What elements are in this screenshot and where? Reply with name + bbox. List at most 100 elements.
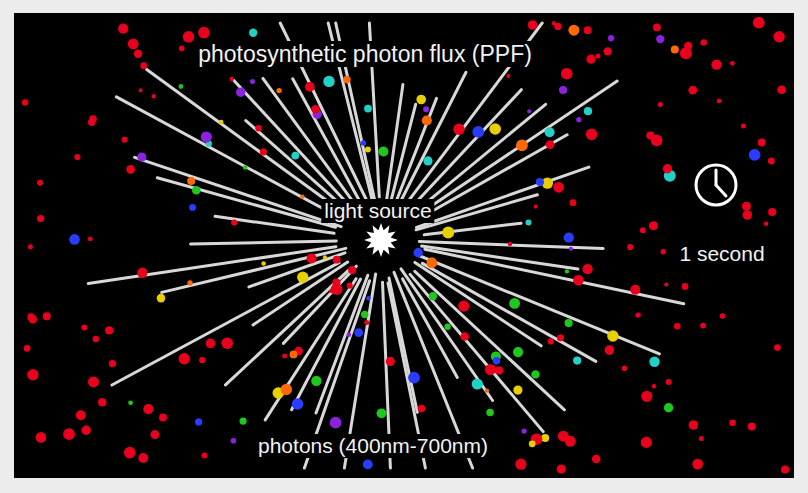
photon-dot [554, 23, 561, 30]
photon-dot [513, 347, 523, 357]
photon-dot [37, 215, 44, 222]
photon-dot [774, 344, 781, 351]
photon-dot [37, 180, 43, 186]
photon-dot [641, 391, 652, 402]
photon-dot [569, 247, 573, 251]
photon-dot [508, 242, 512, 246]
photon-dot [605, 345, 615, 355]
photon-dot [553, 182, 564, 193]
photon-dot [661, 249, 666, 254]
photon-dot [189, 204, 196, 211]
photon-dot [586, 55, 595, 64]
ray-group [88, 23, 684, 468]
photon-dot [305, 82, 315, 92]
light-ray [424, 223, 521, 235]
photon-dot [522, 429, 527, 434]
photon-dot [24, 345, 31, 352]
photon-dot [128, 400, 133, 405]
photon-dot [664, 283, 668, 287]
photons-label: photons (400nm-700nm) [255, 434, 491, 458]
photon-dot [570, 199, 577, 206]
photon-dot [63, 428, 75, 440]
photon-dot [749, 149, 761, 161]
photon-dot [666, 379, 672, 385]
light-ray [316, 275, 368, 413]
photon-dot [81, 325, 87, 331]
photon-dot [568, 25, 579, 36]
photon-dot [150, 430, 159, 439]
photon-dot [444, 324, 450, 330]
photon-dot [489, 123, 501, 135]
photon-dot [330, 417, 342, 429]
light-ray [422, 263, 595, 361]
photon-dot [748, 422, 756, 430]
photon-dot [700, 323, 706, 329]
photon-dot [366, 296, 370, 300]
photon-dot [183, 31, 195, 43]
photon-dot [684, 42, 692, 50]
photon-dot [300, 194, 304, 198]
time-label: 1 second [676, 242, 767, 266]
photon-dot [758, 139, 766, 147]
photon-dot [649, 357, 659, 367]
photon-dot [460, 332, 469, 341]
photon-dot [426, 257, 437, 268]
photon-dot [261, 261, 266, 266]
photon-dot [495, 366, 503, 374]
photon-dot [201, 131, 212, 142]
photon-dot [561, 68, 573, 80]
photon-dot [140, 62, 147, 69]
photon-dot [526, 220, 532, 226]
photon-dot [423, 156, 432, 165]
photon-dot [429, 292, 437, 300]
photon-dot [221, 337, 233, 349]
photon-dot [365, 146, 371, 152]
photon-dot [414, 248, 423, 257]
photon-dot [630, 285, 640, 295]
photon-dot [323, 255, 327, 259]
light-ray [419, 81, 617, 214]
photon-dot [506, 74, 510, 78]
photon-dot [347, 283, 353, 289]
photon-dot [423, 106, 429, 112]
photon-dot [664, 403, 673, 412]
photon-dot [332, 278, 340, 286]
light-source-star [364, 223, 398, 257]
photon-dot [493, 357, 501, 365]
photon-dot [347, 332, 352, 337]
photon-dot [291, 152, 299, 160]
photon-dot [138, 453, 148, 463]
photon-dot [416, 95, 426, 105]
photon-dot [36, 432, 47, 443]
photon-dot [361, 311, 368, 318]
photon-dot [143, 404, 153, 414]
photon-dot [255, 125, 262, 132]
photon-dot [528, 20, 538, 30]
light-ray [418, 255, 659, 354]
photon-dot [179, 84, 184, 89]
photon-dot [354, 328, 363, 337]
photon-dot [711, 59, 721, 69]
photon-dot [179, 46, 185, 52]
photon-dot [627, 244, 633, 250]
photon-dot [777, 85, 786, 94]
photon-dot [236, 88, 245, 97]
photon-dot [260, 148, 267, 155]
photon-dot [586, 129, 598, 141]
light-ray [265, 279, 356, 420]
photon-dot [565, 269, 569, 273]
photon-dot [159, 414, 167, 422]
photon-dot [98, 398, 107, 407]
photon-dot [137, 152, 146, 161]
photon-dot [418, 405, 426, 413]
photon-dot [699, 436, 704, 441]
light-ray [112, 263, 339, 385]
photon-dot [128, 39, 139, 50]
photon-dot [565, 319, 573, 327]
photon-dot [43, 312, 51, 320]
photon-dot [546, 140, 555, 149]
photon-dot [516, 140, 528, 152]
photon-dot [27, 369, 38, 380]
photon-dot [22, 99, 29, 106]
source-label: light source [321, 199, 434, 223]
